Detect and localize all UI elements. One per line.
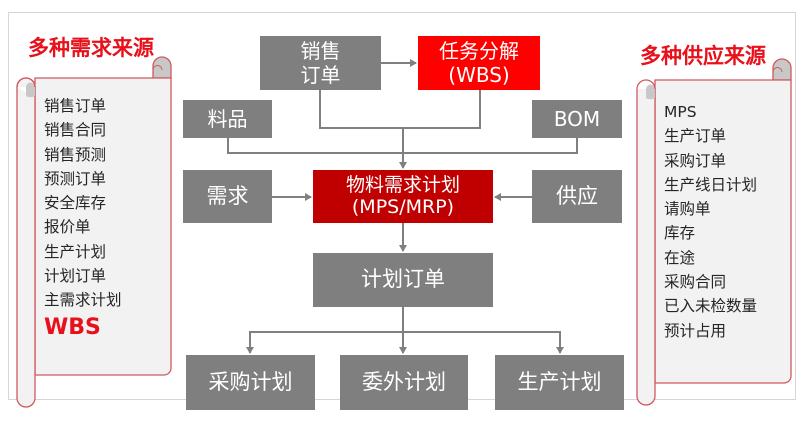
wbs-line2: (WBS): [448, 63, 510, 87]
connector-sales-down: [319, 90, 481, 129]
list-item: 销售订单: [44, 97, 107, 115]
wbs-box: 任务分解 (WBS): [418, 36, 540, 90]
production-plan-box: 生产计划: [495, 355, 624, 410]
list-item: 销售预测: [44, 145, 107, 164]
mrp-line2: (MPS/MRP): [351, 195, 455, 218]
list-item: 生产订单: [664, 127, 727, 146]
connector-planned-branch: [249, 331, 561, 353]
mrp-box: 物料需求计划 (MPS/MRP): [313, 170, 493, 223]
outsource-plan-box: 委外计划: [340, 355, 468, 410]
supply-source-list: MPS 生产订单 采购订单 生产线日计划 请购单 库存 在途 采购合同 已入未检…: [664, 100, 757, 343]
planned-order-box: 计划订单: [313, 253, 493, 307]
wbs-line1: 任务分解: [439, 39, 519, 63]
list-item: 生产线日计划: [664, 175, 758, 194]
list-item: 在途: [664, 248, 696, 267]
left-scroll: [16, 56, 172, 408]
list-item: 库存: [664, 224, 696, 243]
list-item: 预测订单: [44, 169, 107, 188]
list-item: 主需求计划: [44, 291, 122, 310]
list-item: 采购订单: [664, 151, 727, 170]
demand-source-list: 销售订单 销售合同 销售预测 预测订单 安全库存 报价单 生产计划 计划订单 主…: [44, 94, 122, 343]
list-item: 生产计划: [44, 242, 107, 261]
list-item: MPS: [664, 103, 697, 121]
list-item: 预计占用: [664, 321, 727, 340]
demand-box: 需求: [183, 170, 272, 223]
list-item: 采购合同: [664, 273, 727, 292]
right-panel-title: 多种供应来源: [640, 44, 766, 68]
right-scroll: [636, 58, 792, 406]
sales-order-line2: 订单: [300, 63, 341, 87]
list-item-wbs: WBS: [44, 314, 101, 340]
list-item: 计划订单: [44, 267, 107, 286]
bom-box: BOM: [532, 100, 622, 138]
list-item: 销售合同: [44, 121, 107, 140]
list-item: 已入未检数量: [664, 297, 758, 316]
sales-order-box: 销售 订单: [260, 36, 381, 90]
supply-box: 供应: [532, 170, 622, 223]
mrp-line1: 物料需求计划: [345, 173, 460, 196]
list-item: 安全库存: [44, 194, 107, 213]
list-item: 报价单: [44, 218, 91, 237]
sales-order-line1: 销售: [300, 39, 341, 63]
list-item: 请购单: [664, 200, 711, 219]
item-box: 料品: [183, 100, 272, 138]
left-panel-title: 多种需求来源: [28, 36, 154, 60]
purchase-plan-box: 采购计划: [186, 355, 315, 410]
